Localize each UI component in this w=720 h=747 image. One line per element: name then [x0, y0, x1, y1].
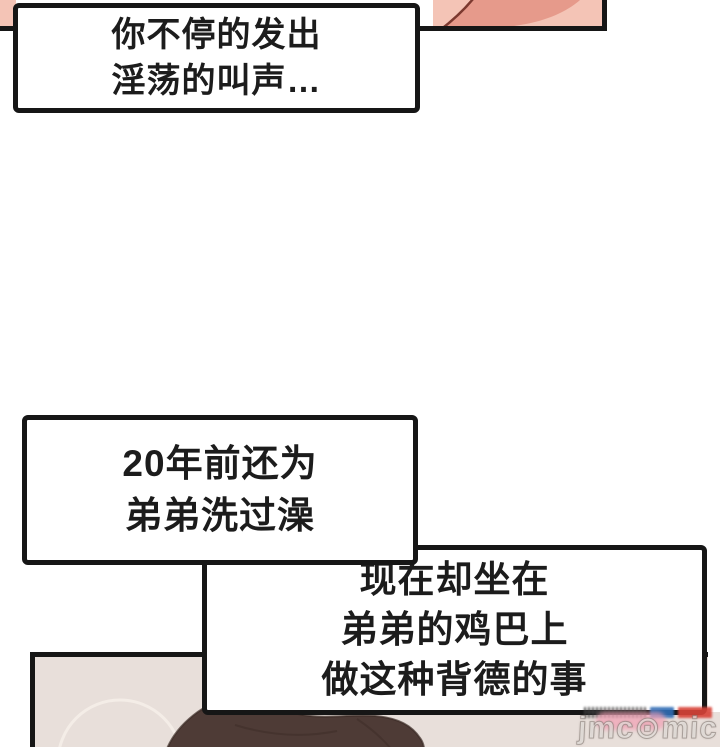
caption-line: 弟弟的鸡巴上 [340, 609, 569, 650]
hair-strand-line [356, 718, 391, 747]
caption-box-middle: 20年前还为 弟弟洗过澡 [22, 415, 418, 565]
panel-gap-white [708, 648, 720, 712]
skin-shadow-shape [441, 0, 580, 31]
shoulder-highlight-arc [58, 698, 182, 747]
caption-line: 你不停的发出 [111, 16, 322, 54]
caption-line: 做这种背德的事 [321, 659, 588, 700]
caption-line: 20年前还为 [122, 443, 318, 484]
caption-box-bottom: 现在却坐在 弟弟的鸡巴上 做这种背德的事 [202, 545, 707, 715]
caption-line: 淫荡的叫声… [111, 62, 322, 100]
hair-strand-line [234, 724, 338, 736]
caption-line: 现在却坐在 [359, 559, 550, 600]
caption-line: 弟弟洗过澡 [125, 495, 315, 536]
skin-area-left [0, 0, 16, 27]
caption-box-top: 你不停的发出 淫荡的叫声… [13, 3, 420, 113]
panel-border-right [602, 0, 607, 31]
